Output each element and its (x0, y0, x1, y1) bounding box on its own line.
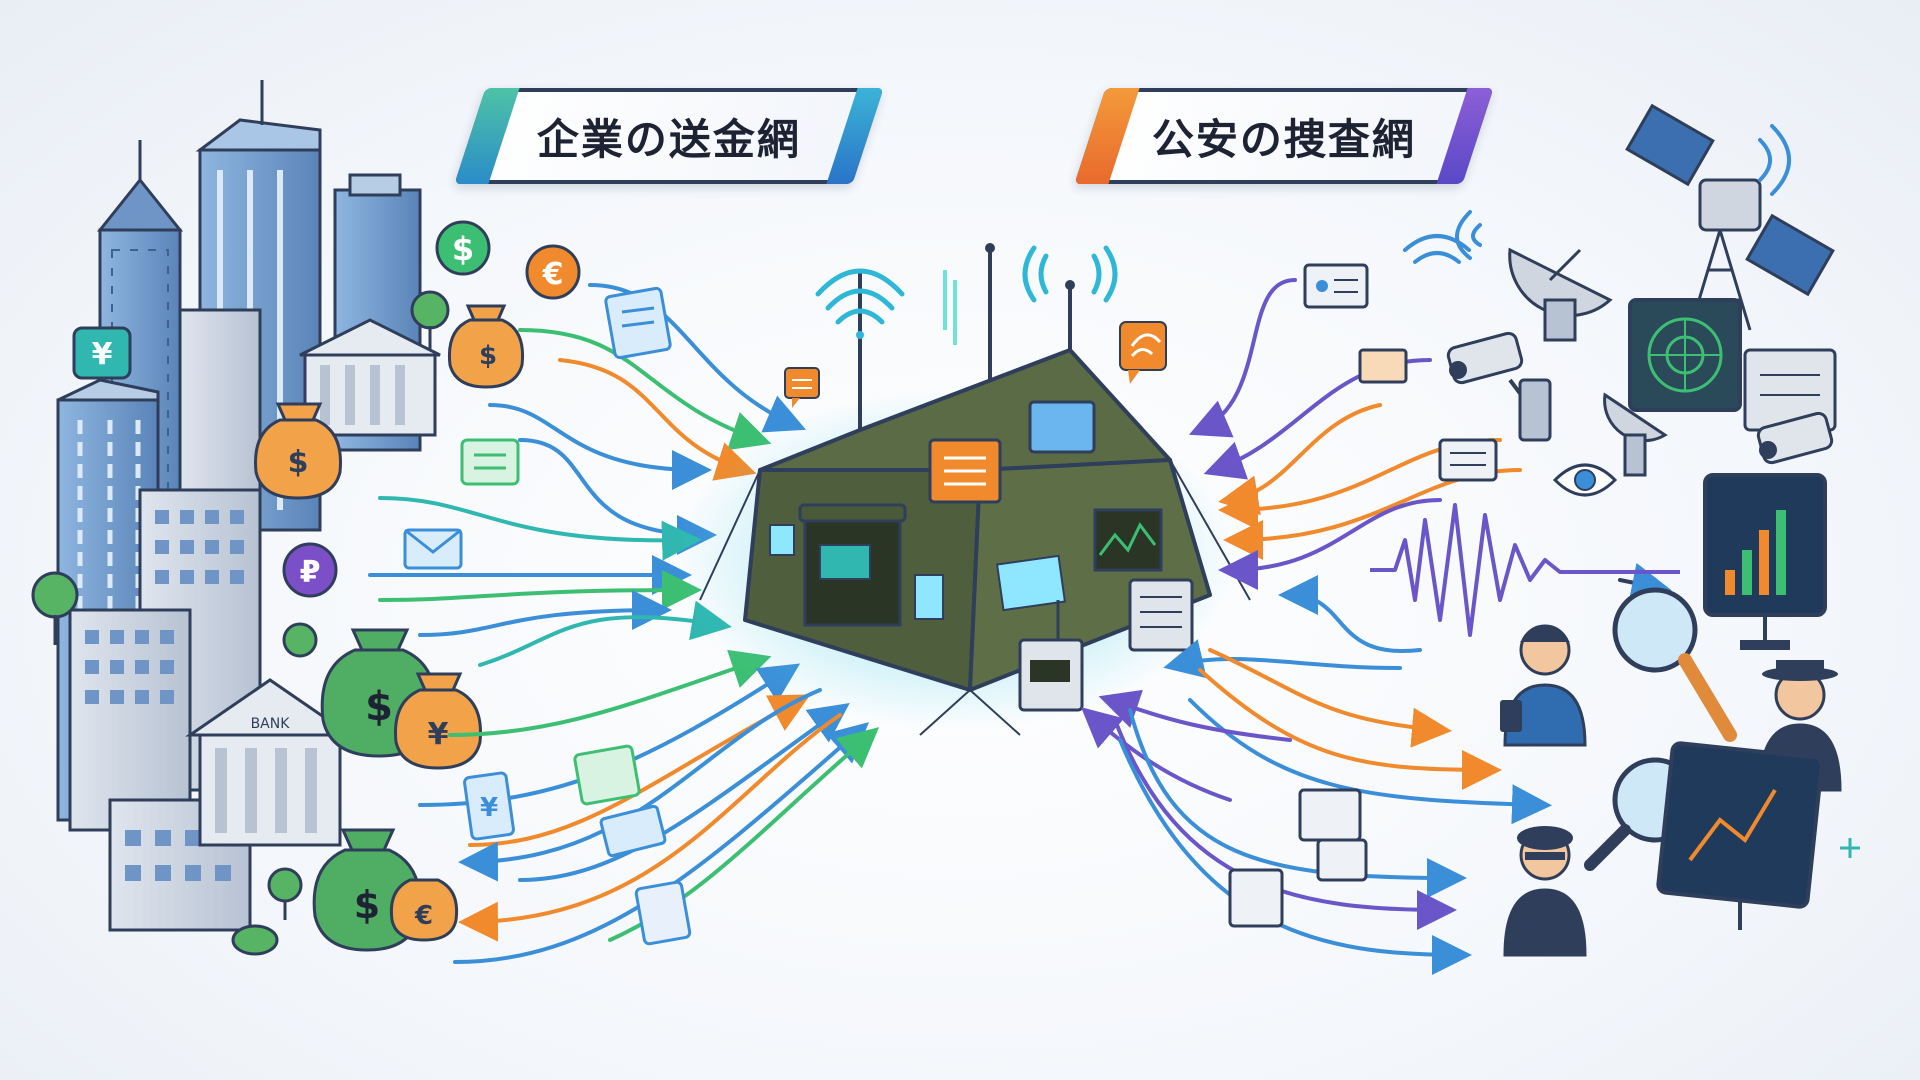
ruble-symbol: ₽ (300, 555, 321, 590)
bank-icon: BANK (185, 678, 355, 847)
document-card-icon (1358, 348, 1408, 384)
eye-icon (1552, 463, 1618, 497)
dollar-symbol: $ (452, 230, 474, 268)
coin-icon: ¥ (72, 326, 132, 380)
dish-icon (1603, 392, 1668, 477)
document-card-icon (573, 744, 641, 806)
money-bag-icon: € (389, 878, 459, 942)
agent-icon (1500, 624, 1587, 747)
document-card-icon (460, 438, 520, 486)
right-flow-arrows (1080, 278, 1672, 975)
document-card-icon (604, 286, 672, 360)
city-group: BANK (31, 80, 450, 956)
monitor-icon (1703, 473, 1827, 650)
document-card-icon (1228, 788, 1368, 928)
laptop-icon (819, 544, 871, 580)
document-card-icon: ¥ (463, 771, 515, 841)
magnifier-icon (1612, 587, 1737, 742)
euro-symbol: € (542, 257, 564, 292)
spy-icon (1503, 826, 1587, 957)
money-bag-icon: ¥ (394, 672, 482, 770)
document-card-icon (1438, 438, 1498, 482)
tent-icon (675, 243, 1251, 736)
document-card-icon (634, 880, 692, 946)
envelope-icon (599, 804, 667, 858)
envelope-icon (403, 528, 463, 570)
server-icon (1018, 600, 1084, 712)
chat-bubble-icon (784, 367, 820, 408)
dollar-symbol: $ (288, 445, 309, 480)
bank-icon (299, 318, 441, 437)
satellite-icon (1625, 103, 1835, 297)
document-card-icon (1303, 263, 1369, 309)
tree-icon (31, 290, 450, 956)
money-bag-icon: $ (447, 304, 525, 389)
coin-icon: $ (435, 220, 491, 276)
bank-sign: BANK (251, 716, 291, 732)
dollar-symbol: $ (354, 883, 380, 927)
wifi-icon (1022, 245, 1118, 303)
radar-panel-icon (1028, 400, 1096, 454)
signal-line (943, 270, 957, 345)
monitor-icon (1628, 298, 1742, 412)
coin-icon: € (525, 244, 581, 300)
yen-symbol: ¥ (92, 337, 113, 372)
money-bag-icon: $ (320, 628, 438, 758)
wifi-icon (1403, 124, 1791, 264)
monitor-icon (1656, 741, 1824, 930)
dish-icon (1508, 247, 1613, 342)
investigation-network-label: 公安の捜査網 (1151, 114, 1416, 164)
money-bag-icon: $ (254, 402, 342, 500)
sparkle-icon (1840, 838, 1860, 858)
yen-symbol: ¥ (480, 793, 498, 823)
corporate-network-label: 企業の送金網 (536, 114, 801, 164)
yen-symbol: ¥ (428, 717, 449, 752)
corporate-network-title: 企業の送金網 (454, 88, 884, 184)
dollar-symbol: $ (479, 341, 497, 371)
cctv-camera-icon (1446, 331, 1552, 442)
cctv-camera-icon (1756, 411, 1834, 465)
chat-bubble-icon (1119, 321, 1167, 384)
dollar-symbol: $ (365, 684, 393, 730)
waveform-icon (1370, 503, 1680, 637)
server-icon (1128, 578, 1194, 652)
investigation-network-title: 公安の捜査網 (1074, 88, 1494, 184)
euro-symbol: € (414, 901, 433, 931)
coin-icon: ₽ (282, 542, 338, 598)
wifi-icon (815, 268, 905, 339)
